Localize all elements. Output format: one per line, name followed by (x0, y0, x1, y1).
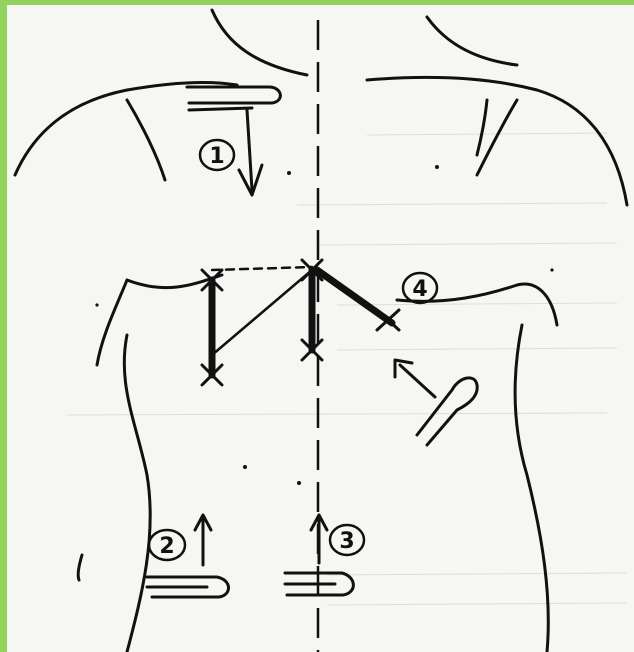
pin-lower-left (147, 577, 229, 597)
neck-left-line (212, 10, 307, 75)
marker-3-label: 3 (339, 529, 354, 554)
arrow-1-shaft (247, 110, 252, 190)
left-armpit-line (127, 100, 165, 180)
right-armpit-line (477, 100, 517, 175)
finger-arrow-shaft (400, 365, 435, 397)
right-chest-stroke (477, 100, 487, 155)
left-rib-line (97, 280, 127, 365)
x-mark-5 (377, 310, 399, 330)
pin-upper-shaft (189, 108, 252, 110)
marker-4-group: 4 (403, 273, 437, 303)
pin-upper (187, 87, 280, 110)
body-outline (15, 10, 627, 652)
marker-2-group: 2 (149, 515, 211, 565)
drawing-sheet: 1 4 (7, 5, 634, 652)
right-shoulder-line (367, 77, 627, 205)
torso-diagram: 1 4 (7, 5, 634, 652)
stitch-diagonal (212, 270, 312, 355)
finger-pointer (395, 360, 477, 445)
marker-1-group: 1 (200, 110, 262, 195)
right-waist-line (515, 325, 548, 652)
stitch-pattern (202, 260, 399, 385)
marker-3-group: 3 (311, 515, 364, 563)
left-shoulder-line (15, 83, 237, 175)
scatter-dots (95, 165, 553, 485)
pin-upper-shape (187, 87, 280, 103)
marker-4-label: 4 (412, 277, 427, 302)
stitch-top-dashed (212, 267, 312, 270)
marker-2-label: 2 (159, 534, 174, 559)
marker-1-label: 1 (209, 144, 224, 169)
left-side-mark (78, 555, 82, 580)
left-waist-line (124, 335, 150, 652)
neck-right-line (427, 17, 517, 65)
